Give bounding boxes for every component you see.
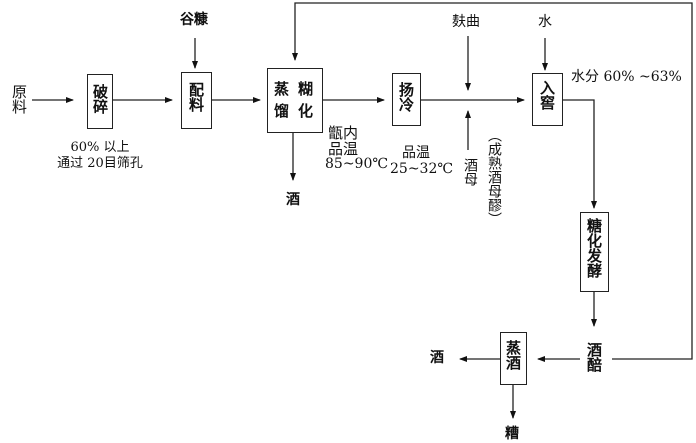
arrow-recycle-loop — [292, 2, 693, 360]
note-crush-2: 通过 20目筛孔 — [57, 156, 143, 171]
node-raw-material: 原料 — [10, 84, 28, 114]
node-steam-1: 蒸 — [274, 80, 290, 98]
output-liquor-1: 酒 — [286, 192, 300, 208]
node-crush: 破碎 — [91, 84, 109, 114]
node-batching: 配料 — [187, 82, 205, 112]
node-into-pit: 入窖 — [538, 80, 556, 110]
input-yeast: 酒母 — [462, 158, 478, 186]
node-cool: 扬冷 — [397, 82, 415, 112]
node-steam-4: 化 — [298, 102, 314, 120]
note-crush-1: 60% 以上 — [70, 140, 130, 155]
box-batching — [181, 72, 212, 129]
node-saccharify-ferment: 糖化发酵 — [585, 218, 603, 278]
note-cool-1: 品温 — [402, 145, 430, 161]
note-steam-2: 品温 — [328, 140, 359, 158]
node-steam-3: 馏 — [274, 102, 290, 120]
note-steam-3: 85~90℃ — [325, 156, 389, 172]
node-steam-2: 糊 — [298, 80, 314, 98]
box-cool — [392, 73, 421, 126]
arrow-pit-to-ferment — [563, 99, 597, 209]
note-steam-1: 甑内 — [328, 124, 359, 142]
node-fermented-grains: 酒醅 — [585, 342, 603, 372]
box-crush — [87, 74, 113, 129]
box-into-pit — [532, 73, 563, 126]
input-water: 水 — [538, 14, 552, 30]
node-distill: 蒸酒 — [504, 340, 522, 370]
output-liquor-2: 酒 — [430, 350, 444, 366]
input-yeast-note: （成熟酒母醪） — [486, 128, 502, 226]
note-moisture: 水分 60% ~63% — [571, 69, 682, 85]
box-saccharify-ferment — [580, 212, 609, 292]
input-bran-koji: 麸曲 — [452, 14, 480, 30]
output-spent-grains: 糟 — [505, 426, 519, 442]
box-distill — [500, 332, 527, 385]
note-cool-2: 25~32℃ — [390, 161, 454, 177]
input-rice-husk: 谷糠 — [180, 12, 208, 28]
box-steam-gelatinize — [267, 68, 323, 133]
